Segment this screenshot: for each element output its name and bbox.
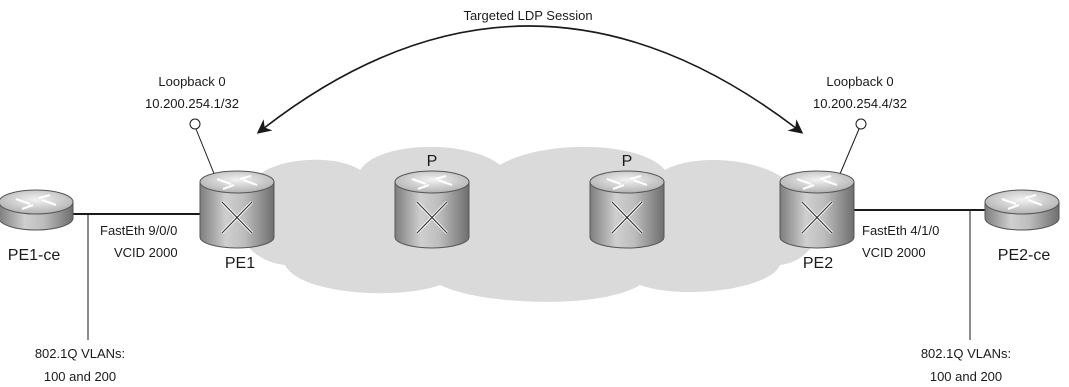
router-icon bbox=[0, 189, 74, 231]
router-icon bbox=[588, 169, 666, 250]
session-label: Targeted LDP Session bbox=[463, 8, 592, 23]
router-name-pe2-ce: PE2-ce bbox=[998, 247, 1051, 264]
loopback-pin-icon bbox=[836, 118, 867, 182]
router-icon bbox=[198, 169, 276, 250]
router-icon bbox=[984, 189, 1060, 231]
router-name-pe2: PE2 bbox=[803, 255, 833, 272]
mpls-cloud bbox=[237, 146, 818, 302]
router-name-p1: P bbox=[427, 153, 438, 170]
left-interface-label: FastEth 9/0/0 bbox=[100, 223, 177, 238]
left-vcid-label: VCID 2000 bbox=[114, 245, 178, 260]
left-vlan-line2: 100 and 200 bbox=[44, 369, 116, 384]
router-name-pe1: PE1 bbox=[225, 255, 255, 272]
router-icon bbox=[393, 169, 471, 250]
left-vlan-line1: 802.1Q VLANs: bbox=[35, 346, 125, 361]
right-vlan-line2: 100 and 200 bbox=[930, 369, 1002, 384]
router-name-p2: P bbox=[622, 153, 633, 170]
right-vlan-line1: 802.1Q VLANs: bbox=[921, 346, 1011, 361]
pe1-loopback-name: Loopback 0 bbox=[158, 74, 225, 89]
loopback-pin-icon bbox=[189, 118, 218, 182]
pe2-loopback-name: Loopback 0 bbox=[826, 74, 893, 89]
router-name-pe1-ce: PE1-ce bbox=[8, 247, 61, 264]
right-interface-label: FastEth 4/1/0 bbox=[862, 223, 939, 238]
bidirectional-arrow bbox=[256, 25, 804, 134]
router-icon bbox=[778, 169, 856, 250]
right-vcid-label: VCID 2000 bbox=[862, 245, 926, 260]
pe2-loopback-ip: 10.200.254.4/32 bbox=[813, 96, 907, 111]
pe1-loopback-ip: 10.200.254.1/32 bbox=[145, 96, 239, 111]
